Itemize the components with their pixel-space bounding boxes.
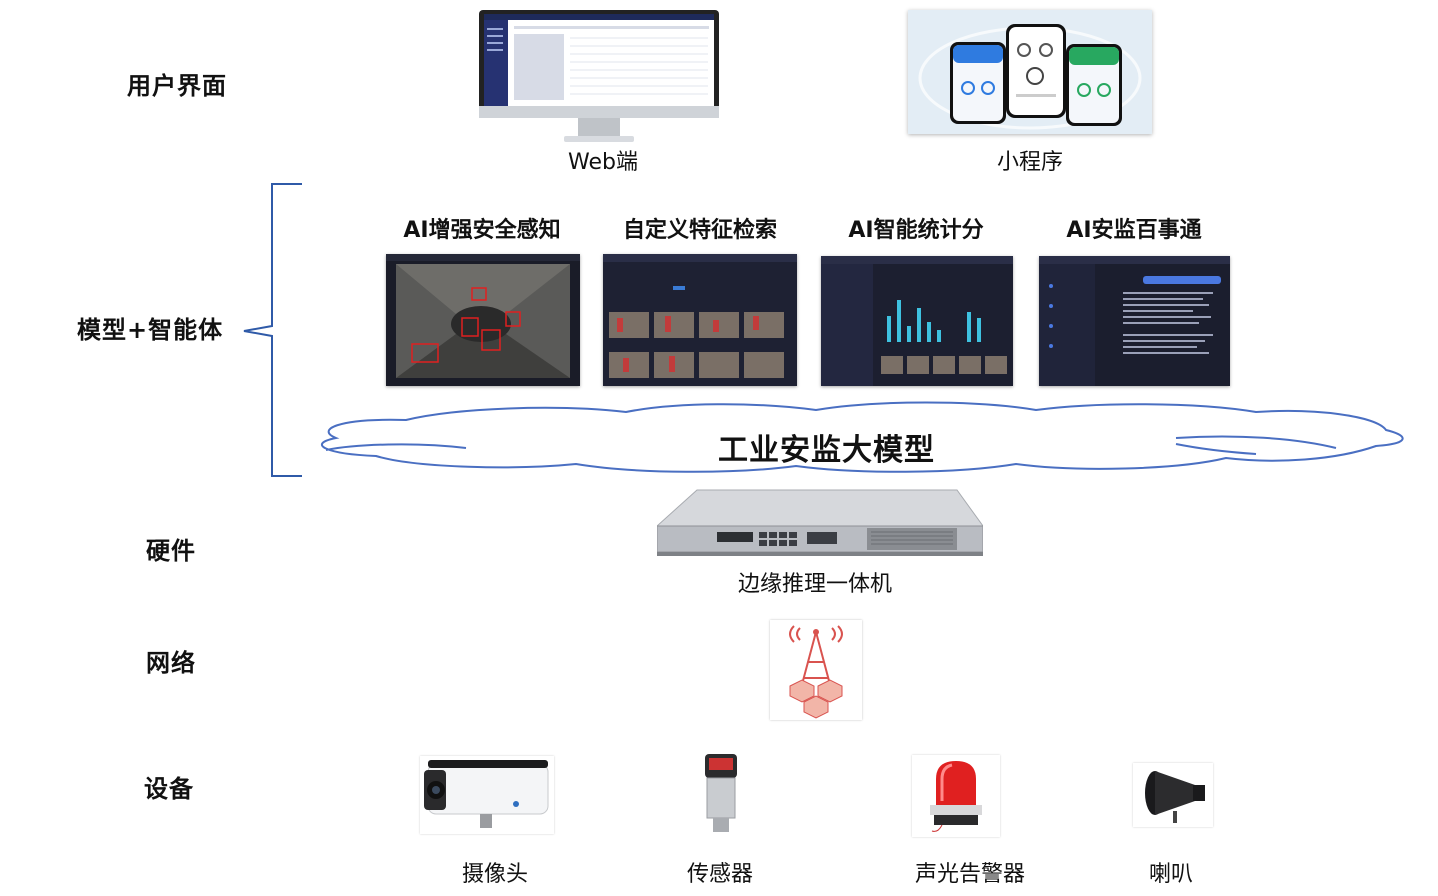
sensor-caption: 传感器	[686, 862, 753, 887]
bracket-icon	[243, 183, 302, 477]
camera-caption: 摄像头	[461, 862, 528, 887]
miniprogram-caption: 小程序	[996, 150, 1063, 175]
layer-label-model: 模型+智能体	[77, 316, 224, 344]
cloud-title: 工业安监大模型	[718, 433, 935, 468]
web-monitor-image	[478, 8, 720, 150]
agent-screenshot-safety-perception	[386, 254, 580, 386]
sensor-image	[697, 752, 745, 836]
agent-title-4: AI安监百事通	[1066, 218, 1202, 243]
alarm-light-caption: 声光告警器	[914, 862, 1025, 887]
agent-screenshot-statistics	[821, 256, 1013, 386]
horn-speaker-caption: 喇叭	[1148, 862, 1193, 887]
agent-screenshot-feature-search	[603, 254, 797, 386]
agent-screenshot-assistant	[1039, 256, 1230, 386]
edge-server-image	[655, 488, 984, 560]
agent-title-1: AI增强安全感知	[403, 218, 561, 243]
alarm-light-image	[912, 755, 1000, 837]
layer-label-network: 网络	[146, 649, 196, 677]
edge-server-caption: 边缘推理一体机	[737, 572, 892, 597]
miniprogram-image	[908, 10, 1152, 134]
layer-label-devices: 设备	[144, 775, 194, 803]
agent-title-3: AI智能统计分	[848, 218, 984, 243]
layer-label-ui: 用户界面	[127, 72, 227, 100]
network-tower-icon	[770, 620, 862, 720]
agent-title-2: 自定义特征检索	[622, 218, 777, 243]
layer-label-hardware: 硬件	[146, 537, 196, 565]
cloud-icon	[321, 401, 1404, 473]
horn-speaker-image	[1133, 763, 1213, 827]
camera-image	[420, 756, 554, 834]
web-caption: Web端	[568, 150, 638, 175]
